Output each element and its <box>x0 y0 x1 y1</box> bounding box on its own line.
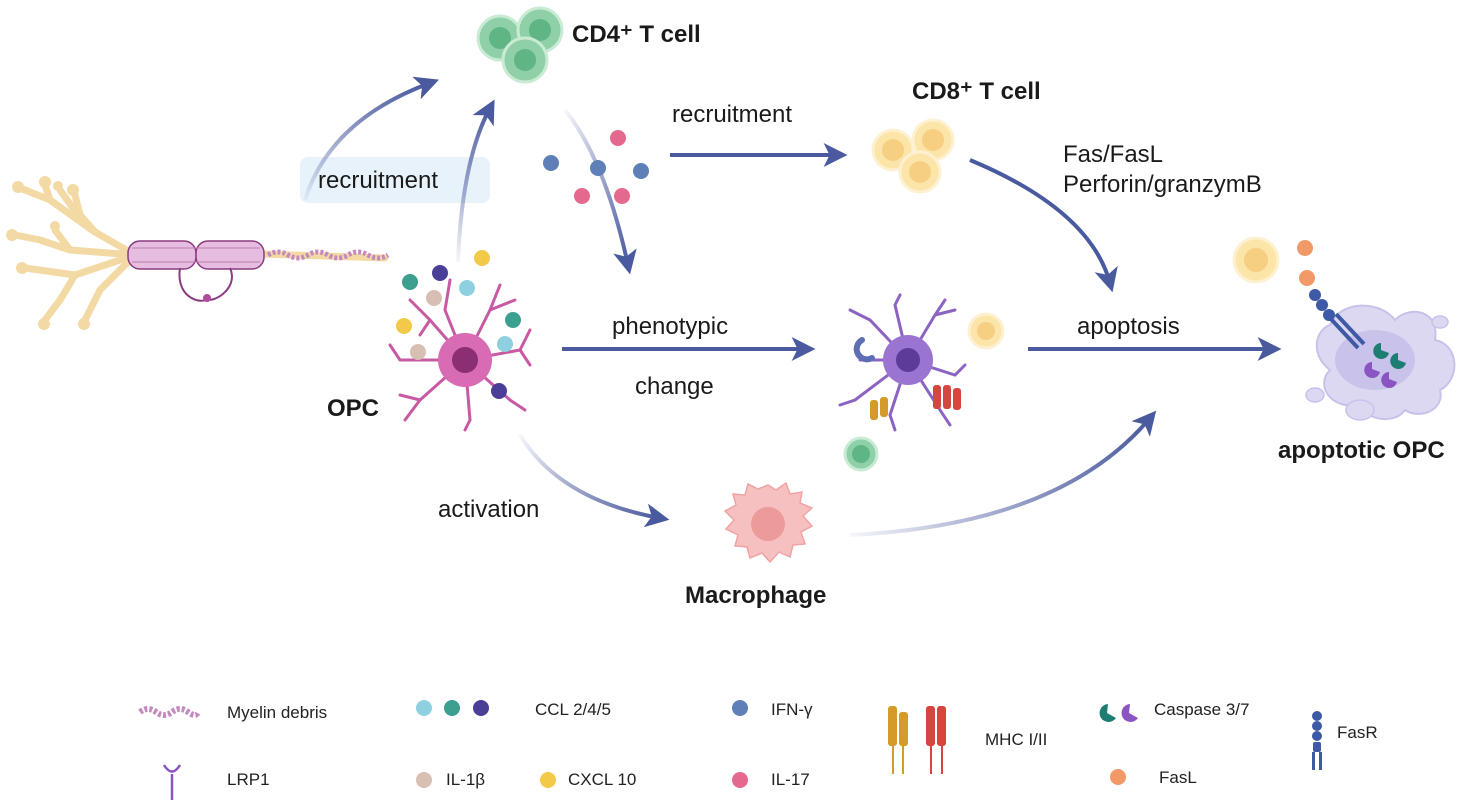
opc-cytokines <box>396 250 521 399</box>
legend-lrp1: LRP1 <box>227 770 270 789</box>
neuron <box>6 176 390 330</box>
mhc-ii-icon <box>926 706 946 774</box>
activated-opc <box>838 293 967 432</box>
lrp1-icon <box>162 764 182 800</box>
fas-fasl-label: Fas/FasL <box>1063 141 1164 168</box>
ccl-4-icon <box>444 700 460 716</box>
cd4-t-cell-label: CD4⁺ T cell <box>572 21 701 48</box>
cd4-t-cells <box>476 6 564 84</box>
change-label: change <box>635 373 714 400</box>
recruitment-top-label: recruitment <box>672 101 793 128</box>
legend-myelin-debris: Myelin debris <box>227 703 328 722</box>
legend-fasl: FasL <box>1159 768 1197 787</box>
cd4-cytokines <box>543 130 649 204</box>
perforin-granzyme-label: Perforin/granzymB <box>1063 171 1262 198</box>
cxcl10-icon <box>540 772 556 788</box>
il1b-icon <box>416 772 432 788</box>
recruitment-label-box <box>300 157 490 203</box>
activation-label: activation <box>438 496 540 523</box>
legend-il17: IL-17 <box>771 770 810 789</box>
fasr-icon <box>1312 711 1322 770</box>
myelin-debris-icon <box>138 706 201 718</box>
cd8-t-cell-small <box>967 312 1005 350</box>
apoptosis-label: apoptosis <box>1077 313 1180 340</box>
arrows <box>303 76 1282 537</box>
legend-cxcl10: CXCL 10 <box>568 770 637 789</box>
fasl-icon <box>1110 769 1126 785</box>
legend-icons <box>138 700 1322 800</box>
ccl-2-icon <box>416 700 432 716</box>
legend-caspase: Caspase 3/7 <box>1154 700 1250 719</box>
mhc-i-icon <box>888 706 908 774</box>
opc-cell <box>388 278 532 432</box>
legend-il1b: IL-1β <box>446 770 486 789</box>
opc-label: OPC <box>327 395 380 422</box>
caspase-7-icon <box>1121 704 1138 722</box>
legend-mhc: MHC I/II <box>985 730 1048 749</box>
apoptotic-opc-label: apoptotic OPC <box>1278 437 1445 464</box>
cd4-t-cell-small <box>843 436 879 472</box>
legend-ccl: CCL 2/4/5 <box>535 700 611 719</box>
macrophage-cell <box>723 481 814 564</box>
phenotypic-label: phenotypic <box>612 313 729 340</box>
cd8-t-cell-label: CD8⁺ T cell <box>912 78 1041 105</box>
macrophage-label: Macrophage <box>685 582 827 609</box>
apoptotic-opc-cell <box>1232 236 1456 421</box>
recruitment-left-label: recruitment <box>318 167 439 194</box>
cd8-t-cells <box>871 118 955 194</box>
ccl-5-icon <box>473 700 489 716</box>
ifn-icon <box>732 700 748 716</box>
legend-fasr: FasR <box>1337 723 1378 742</box>
il17-icon <box>732 772 748 788</box>
legend-ifn: IFN-γ <box>771 700 813 719</box>
caspase-3-icon <box>1099 704 1116 722</box>
